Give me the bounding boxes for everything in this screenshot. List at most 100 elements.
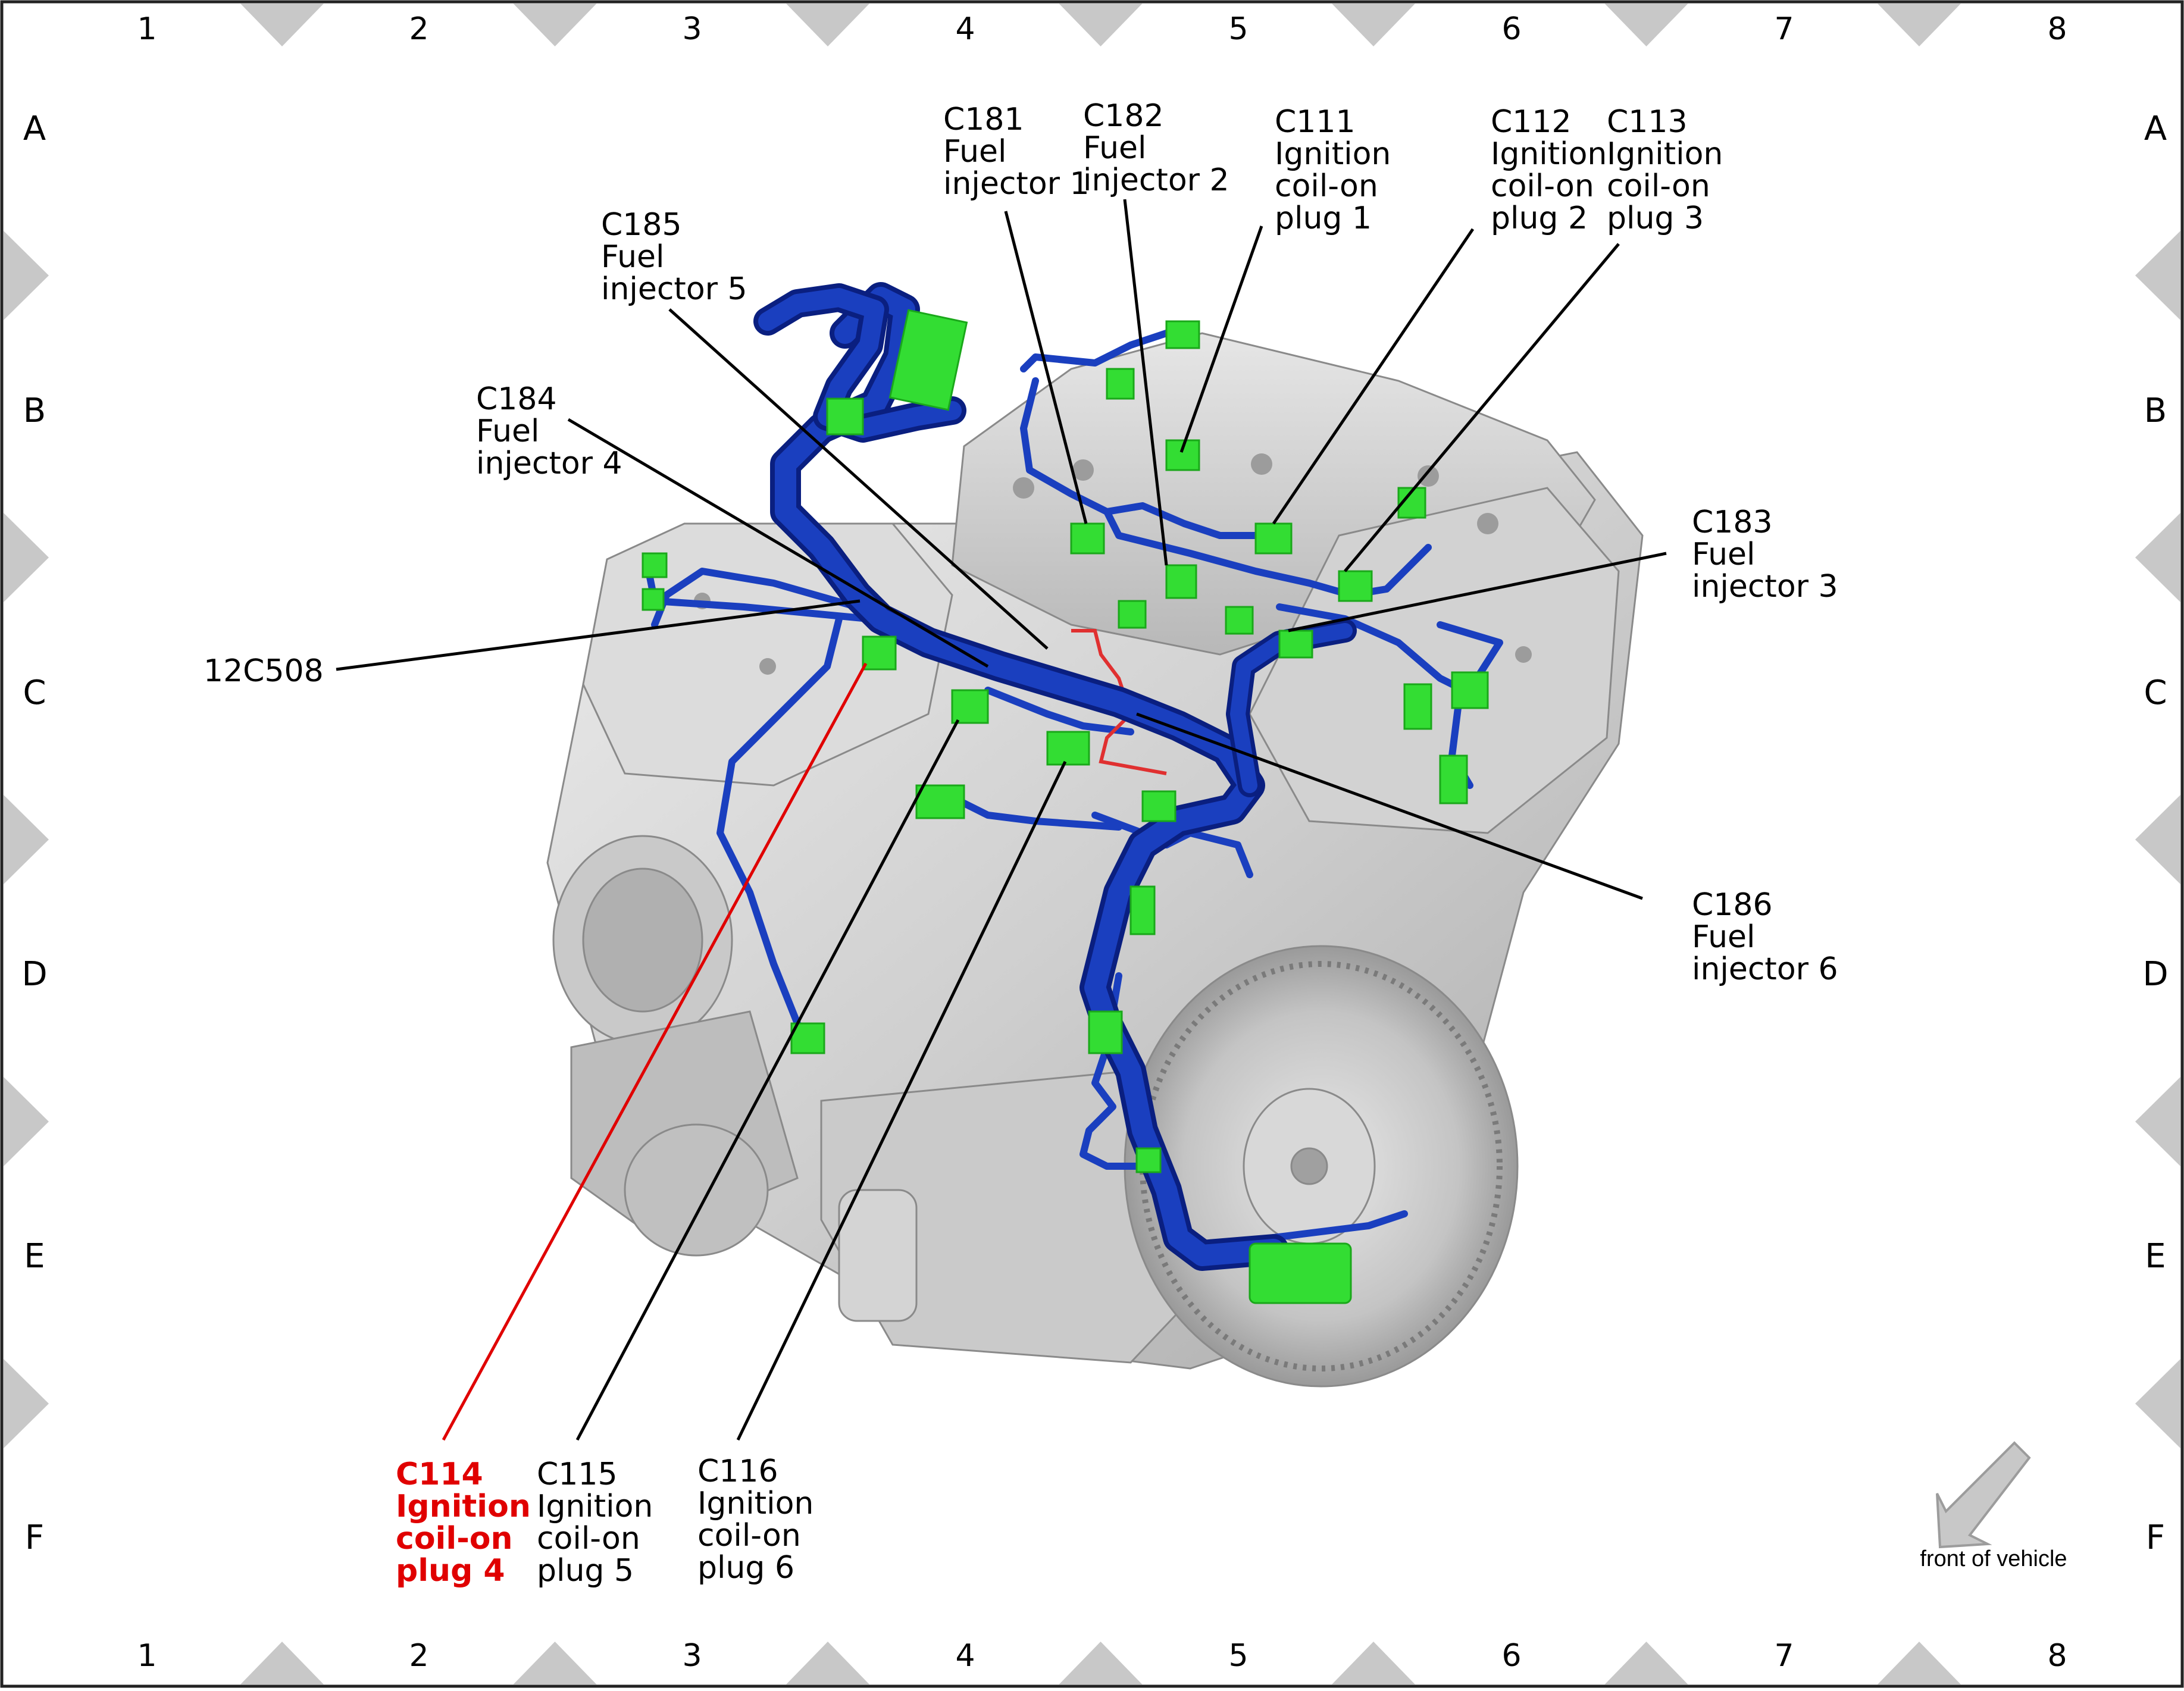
grid-marker-right xyxy=(2135,513,2180,602)
grid-marker-top xyxy=(786,4,869,46)
grid-row-label-right: C xyxy=(2144,674,2167,712)
callout-c113-line: Ignition xyxy=(1607,136,1723,172)
callout-c183-line: Fuel xyxy=(1692,537,1755,572)
callout-c114-line: Ignition xyxy=(396,1489,531,1524)
grid-marker-right xyxy=(2135,1077,2180,1166)
leader-c115 xyxy=(575,719,960,1441)
grid-marker-bottom xyxy=(1059,1642,1143,1684)
leader-c182 xyxy=(1123,199,1168,566)
leader-12c508 xyxy=(336,599,861,671)
connector-c112 xyxy=(1254,522,1293,555)
grid-column-label-bottom: 2 xyxy=(409,1638,428,1674)
grid-column-label-bottom: 1 xyxy=(137,1638,157,1674)
grid-marker-left xyxy=(4,513,49,602)
callout-c181-line: C181 xyxy=(943,102,1024,137)
grid-column-label-top: 3 xyxy=(682,11,702,47)
grid-column-label-top: 5 xyxy=(1228,11,1248,47)
leader-c184 xyxy=(567,418,989,668)
grid-marker-bottom xyxy=(786,1642,869,1684)
callout-c184-line: Fuel xyxy=(476,414,539,449)
callout-c184-line: injector 4 xyxy=(476,446,622,481)
grid-column-label-top: 4 xyxy=(955,11,975,47)
callout-c115-line: Ignition xyxy=(537,1489,653,1524)
callout-c113-line: coil-on xyxy=(1607,168,1710,204)
grid-column-label-top: 7 xyxy=(1774,11,1794,47)
callout-c112-line: plug 2 xyxy=(1491,201,1588,236)
connector-side-2 xyxy=(1451,671,1489,709)
connector-12c508 xyxy=(826,397,864,436)
connector-lower-4 xyxy=(1135,1147,1162,1173)
connector-b5 xyxy=(1118,600,1147,629)
leader-c185 xyxy=(668,308,1049,650)
grid-marker-left xyxy=(4,231,49,320)
grid-row-label-right: E xyxy=(2145,1237,2166,1276)
callout-c115-line: plug 5 xyxy=(537,1553,634,1589)
leader-c183 xyxy=(1288,552,1667,632)
grid-row-label-left: C xyxy=(23,674,46,712)
grid-column-label-bottom: 3 xyxy=(682,1638,702,1674)
callout-c185-line: C185 xyxy=(601,207,682,243)
callout-c184-line: C184 xyxy=(476,381,557,417)
callout-c111-line: C111 xyxy=(1275,104,1356,140)
callout-c114-line: plug 4 xyxy=(396,1553,505,1589)
front-arrow-icon xyxy=(1936,1441,2031,1549)
callout-12c508-line: 12C508 xyxy=(204,653,324,689)
grid-marker-bottom xyxy=(513,1642,597,1684)
callout-c112-line: C112 xyxy=(1491,104,1572,140)
grid-marker-bottom xyxy=(240,1642,324,1684)
leader-c116 xyxy=(736,760,1067,1441)
leader-c181 xyxy=(1004,211,1088,524)
grid-row-label-left: A xyxy=(23,109,46,148)
connector-lower-1 xyxy=(1129,885,1156,935)
callout-c185-line: Fuel xyxy=(601,239,664,275)
connector-top-1 xyxy=(1165,320,1200,349)
callout-c186-line: injector 6 xyxy=(1692,951,1838,987)
callout-c182-line: injector 2 xyxy=(1083,162,1229,198)
callout-c183-line: C183 xyxy=(1692,505,1773,540)
callout-c114-line: coil-on xyxy=(396,1521,513,1557)
connector-c116 xyxy=(1046,731,1090,766)
connector-c182 xyxy=(1165,564,1197,599)
callout-c113-line: plug 3 xyxy=(1607,201,1704,236)
connector-c183 xyxy=(1278,630,1313,659)
grid-marker-top xyxy=(1604,4,1688,46)
grid-column-label-bottom: 5 xyxy=(1228,1638,1248,1674)
leader-c114 xyxy=(442,662,868,1441)
connector-c181 xyxy=(1070,522,1105,555)
connector-c115 xyxy=(951,689,989,724)
leader-c111 xyxy=(1179,226,1263,453)
grid-marker-left xyxy=(4,1359,49,1448)
grid-marker-top xyxy=(513,4,597,46)
callout-c114-line: C114 xyxy=(396,1457,483,1492)
connector-main-plug xyxy=(1249,1242,1352,1304)
grid-marker-top xyxy=(240,4,324,46)
grid-marker-right xyxy=(2135,795,2180,884)
callout-c181-line: injector 1 xyxy=(943,166,1090,202)
callout-c112-line: Ignition xyxy=(1491,136,1607,172)
grid-row-label-right: D xyxy=(2142,955,2168,994)
callout-c116-line: Ignition xyxy=(697,1486,813,1521)
connector-b1 xyxy=(642,552,668,578)
connector-side-4 xyxy=(1439,754,1468,804)
connector-c186 xyxy=(1141,790,1177,822)
leader-lines xyxy=(336,199,1667,1441)
grid-column-label-bottom: 8 xyxy=(2047,1638,2067,1674)
grid-row-label-left: E xyxy=(24,1237,45,1276)
grid-marker-right xyxy=(2135,231,2180,320)
grid-row-label-right: F xyxy=(2146,1518,2165,1557)
callout-c112-line: coil-on xyxy=(1491,168,1594,204)
grid-marker-bottom xyxy=(1878,1642,1961,1684)
connector-c111 xyxy=(1165,439,1200,471)
connector-side-1 xyxy=(915,784,965,819)
